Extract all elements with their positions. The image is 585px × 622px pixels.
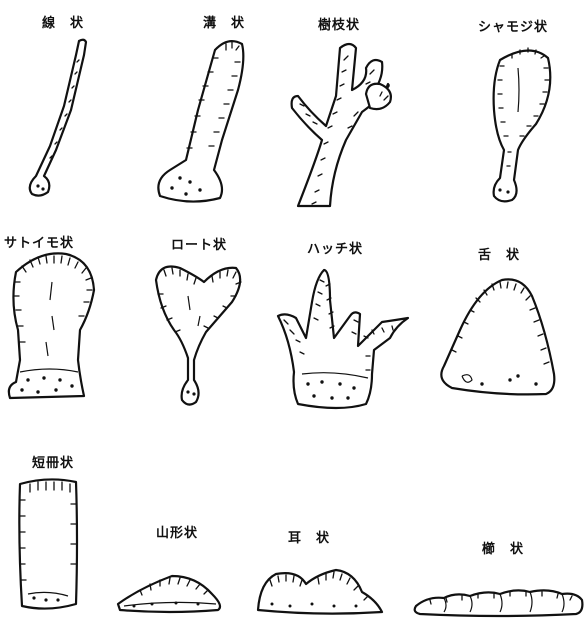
funnel-shape xyxy=(156,267,241,405)
tanzaku-shape xyxy=(19,479,77,608)
shamoji-shape xyxy=(494,48,551,201)
satoimo-shape xyxy=(9,253,94,398)
dendritic-shape xyxy=(292,44,391,206)
linear-shape xyxy=(30,40,86,196)
tongue-shape xyxy=(441,279,554,394)
comb-shape xyxy=(415,590,583,616)
yamagata-shape xyxy=(118,576,220,612)
groove-shape xyxy=(158,41,243,201)
ear-shape xyxy=(258,570,382,614)
hatch-shape xyxy=(278,270,408,408)
